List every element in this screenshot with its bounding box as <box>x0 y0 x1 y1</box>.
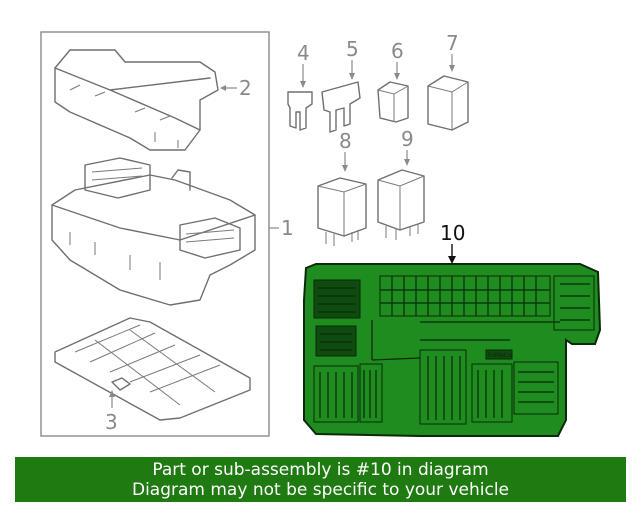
part-7-cartridge-fuse <box>427 75 469 131</box>
footer-line-1: Part or sub-assembly is #10 in diagram <box>152 460 489 480</box>
part-9-relay <box>377 169 425 240</box>
callout-1: 1 <box>281 216 294 240</box>
part-10-fuse-panel[interactable] <box>303 263 602 437</box>
callout-2: 2 <box>239 76 252 100</box>
leader-arrow-9 <box>404 159 410 166</box>
footer-banner: Part or sub-assembly is #10 in diagram D… <box>15 457 626 502</box>
fomoco-logo: FoMoCo <box>488 352 512 359</box>
callout-7: 7 <box>446 31 459 55</box>
leader-arrow-7 <box>449 65 455 72</box>
part-4-fuse <box>287 91 313 131</box>
part-8-relay <box>317 177 367 246</box>
callout-10: 10 <box>440 221 465 245</box>
leader-arrow-6 <box>394 73 400 80</box>
assembly-frame <box>40 31 270 437</box>
leader-arrow-5 <box>349 73 355 80</box>
callout-8: 8 <box>339 129 352 153</box>
callout-5: 5 <box>346 37 359 61</box>
leader-arrow-10 <box>448 256 456 264</box>
part-5-fuse <box>321 81 361 133</box>
part-3-tray <box>54 317 251 421</box>
callout-4: 4 <box>297 41 310 65</box>
leader-arrow-2 <box>220 85 226 91</box>
footer-line-2: Diagram may not be specific to your vehi… <box>131 480 509 500</box>
part-1-fuse-box <box>51 157 256 306</box>
leader-arrow-8 <box>342 165 348 172</box>
part-2-cover <box>54 49 219 151</box>
callout-6: 6 <box>391 39 404 63</box>
leader-arrow-4 <box>300 81 306 88</box>
leader-arrow-3 <box>109 390 115 397</box>
callout-9: 9 <box>401 127 414 151</box>
callout-3: 3 <box>105 410 118 434</box>
part-6-cartridge <box>377 81 409 123</box>
